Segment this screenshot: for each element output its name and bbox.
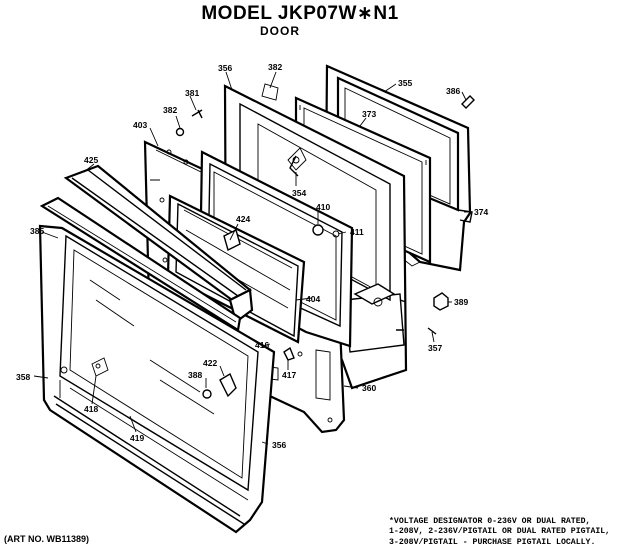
callout-403: 403 <box>133 120 147 130</box>
callout-355: 355 <box>398 78 412 88</box>
callout-418: 418 <box>84 404 98 414</box>
callout-354: 354 <box>292 188 306 198</box>
callout-labels: 356 382 355 386 381 382 373 403 425 354 … <box>16 62 488 450</box>
voltage-footnote: *VOLTAGE DESIGNATOR 0-236V OR DUAL RATED… <box>389 517 639 548</box>
door-handle-425 <box>63 164 254 324</box>
outer-door-panel <box>38 224 276 534</box>
trim-strip-385 <box>39 196 242 332</box>
callout-424: 424 <box>236 214 250 224</box>
footnote-line: 3-208V/PIGTAIL - PURCHASE PIGTAIL LOCALL… <box>389 537 596 547</box>
callout-382: 382 <box>163 105 177 115</box>
callout-389: 389 <box>454 297 468 307</box>
callout-382-top: 382 <box>268 62 282 72</box>
page-title: MODEL JKP07W∗N1 <box>201 3 399 24</box>
callout-358: 358 <box>16 372 30 382</box>
callout-373: 373 <box>362 109 376 119</box>
callout-356-top: 356 <box>218 63 232 73</box>
callout-419: 419 <box>130 433 144 443</box>
callout-357: 357 <box>428 343 442 353</box>
callout-416: 416 <box>255 340 269 350</box>
callout-422: 422 <box>203 358 217 368</box>
callout-381: 381 <box>185 88 199 98</box>
callout-386: 386 <box>446 86 460 96</box>
callout-374: 374 <box>474 207 488 217</box>
hardware-parts <box>175 95 475 399</box>
callout-417: 417 <box>282 370 296 380</box>
leader-lines <box>33 71 472 445</box>
callout-410: 410 <box>316 202 330 212</box>
callout-385: 385 <box>30 226 44 236</box>
art-number: (ART NO. WB11389) <box>4 534 90 544</box>
callout-388: 388 <box>188 370 202 380</box>
callout-360: 360 <box>362 383 376 393</box>
callout-356-bottom: 356 <box>272 440 286 450</box>
callout-411: 411 <box>350 227 364 237</box>
callout-425: 425 <box>84 155 98 165</box>
callout-404: 404 <box>306 294 320 304</box>
footnote-line: *VOLTAGE DESIGNATOR 0-236V OR DUAL RATED… <box>389 517 591 526</box>
page-subtitle: DOOR <box>260 24 300 38</box>
footnote-line: 1-208V, 2-236V/PIGTAIL OR DUAL RATED PIG… <box>389 527 611 537</box>
